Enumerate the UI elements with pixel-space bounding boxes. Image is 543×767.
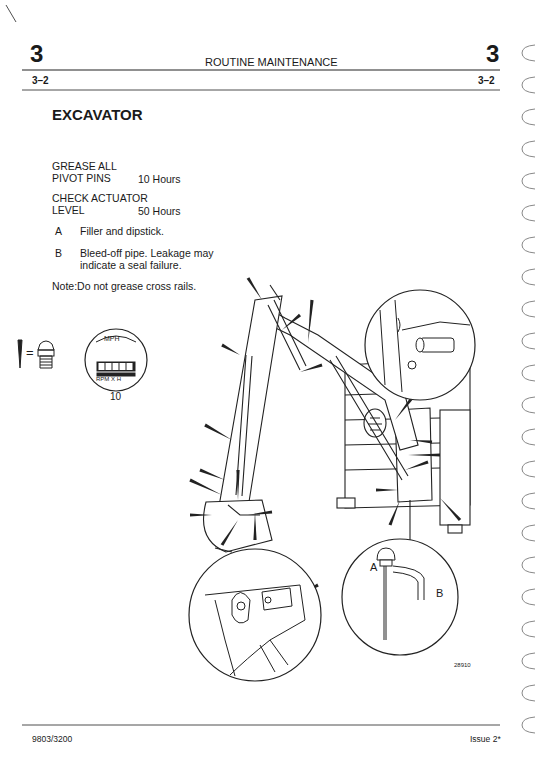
hour-meter-dial: MPH RPM X H [85, 329, 147, 391]
binder-hole [522, 173, 535, 189]
interval-text: 50 Hours [138, 205, 181, 217]
grease-arrow [395, 397, 413, 420]
grease-arrow [248, 510, 272, 515]
key-letter: A [55, 225, 62, 237]
binder-hole [522, 557, 535, 573]
issue-number: Issue 2* [470, 735, 501, 745]
hour-meter [85, 329, 147, 391]
key-text: Bleed-off pipe. Leakage may indicate a s… [80, 247, 230, 271]
symbol-text: = [26, 346, 34, 361]
key-letter: B [55, 247, 62, 259]
detail-circle: AB [342, 539, 458, 655]
grease-arrow [204, 424, 232, 440]
binder-hole [522, 653, 535, 669]
grease-arrow [253, 512, 256, 540]
grease-arrow [236, 470, 239, 500]
grease-arrow [189, 479, 222, 495]
figure-number: 28910 [454, 662, 471, 669]
pivot-detail-circle [365, 290, 475, 400]
binder-hole [522, 77, 535, 93]
note-text: Note:Do not grease cross rails. [52, 280, 196, 292]
task-text: GREASE ALL PIVOT PINS [52, 160, 147, 184]
chapter-number: 3 [486, 40, 499, 68]
page-number: 3–2 [32, 75, 49, 87]
binder-hole [522, 205, 535, 221]
meter-label: RPM X H [96, 376, 121, 383]
binder-hole [522, 45, 535, 61]
grease-arrow [247, 277, 262, 300]
grease-arrow [308, 300, 314, 343]
bucket-detail-circle [189, 549, 321, 681]
binder-hole [522, 589, 535, 605]
header-rule [22, 69, 500, 70]
page-number: 3–2 [478, 75, 495, 87]
binder-hole [522, 365, 535, 381]
binder-hole [522, 333, 535, 349]
binder-hole [522, 525, 535, 541]
binder-hole [522, 237, 535, 253]
grease-arrow [300, 363, 322, 372]
interval-number: 10 [110, 391, 121, 403]
binder-hole [522, 621, 535, 637]
footer-rule [22, 725, 500, 726]
binder-hole [522, 429, 535, 445]
binder-hole [522, 397, 535, 413]
binder-hole [522, 493, 535, 509]
section-title: EXCAVATOR [52, 106, 143, 123]
key-text: Filler and dipstick. [80, 225, 164, 237]
grease-arrow [389, 500, 400, 526]
callout-letter: B [436, 587, 443, 600]
grease-arrow [199, 469, 225, 480]
chapter-number: 3 [30, 40, 43, 68]
binder-hole [522, 269, 535, 285]
callout-letter: A [370, 561, 377, 574]
binder-hole [522, 461, 535, 477]
dipstick-detail-circle [342, 539, 458, 655]
binder-hole [522, 141, 535, 157]
grease-arrow [190, 513, 212, 516]
header-rule [22, 90, 500, 91]
grease-arrow [221, 520, 238, 546]
header-title: ROUTINE MAINTENANCE [205, 56, 338, 69]
document-number: 9803/3200 [32, 735, 72, 745]
meter-label: MPH [104, 335, 120, 343]
binder-holes [522, 45, 535, 733]
grease-arrow [408, 453, 440, 456]
binder-hole [522, 717, 535, 733]
binder-hole [522, 301, 535, 317]
pen-mark [6, 5, 16, 22]
grease-arrow [405, 460, 429, 470]
grease-arrow [221, 344, 240, 355]
grease-arrow [410, 440, 432, 444]
grease-arrow [282, 314, 301, 330]
grease-arrow [440, 498, 461, 521]
grease-arrow [376, 488, 398, 491]
binder-hole [522, 109, 535, 125]
binder-hole [522, 685, 535, 701]
grease-nipple-symbol [18, 340, 54, 368]
interval-text: 10 Hours [138, 173, 181, 185]
